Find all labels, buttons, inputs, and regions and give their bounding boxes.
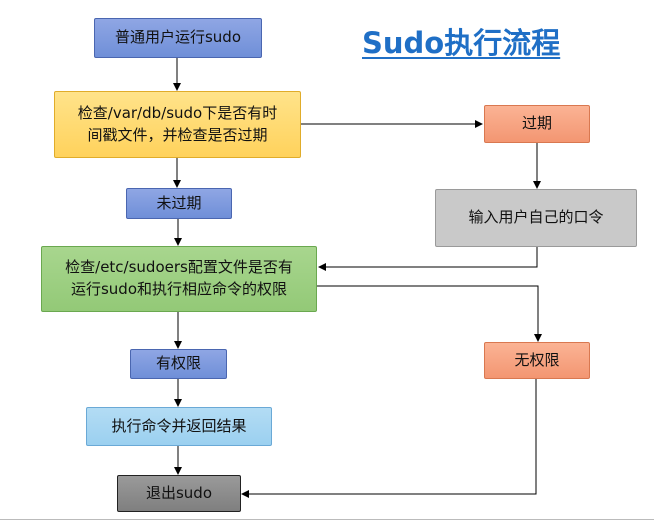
diagram-title: Sudo执行流程 bbox=[362, 26, 561, 60]
start-label: 普通用户运行sudo bbox=[114, 28, 242, 47]
check-timestamp-line2: 间戳文件，并检查是否过期 bbox=[87, 125, 268, 144]
exit-label: 退出sudo bbox=[145, 483, 213, 502]
not-expired-node: 未过期 bbox=[126, 188, 232, 219]
arrow-sudoers-to-no-permission bbox=[316, 285, 542, 342]
check-timestamp-node: 检查/var/db/sudo下是否有时 间戳文件，并检查是否过期 bbox=[54, 91, 301, 158]
arrow-no-permission-to-exit bbox=[241, 379, 537, 498]
check-timestamp-line1: 检查/var/db/sudo下是否有时 bbox=[77, 103, 278, 122]
arrow-password-to-sudoers bbox=[318, 247, 538, 271]
start-node: 普通用户运行sudo bbox=[94, 18, 262, 58]
has-permission-label: 有权限 bbox=[155, 354, 201, 373]
execute-label: 执行命令并返回结果 bbox=[111, 416, 247, 435]
check-sudoers-line1: 检查/etc/sudoers配置文件是否有 bbox=[65, 258, 293, 277]
enter-password-label: 输入用户自己的口令 bbox=[468, 208, 604, 227]
no-permission-node: 无权限 bbox=[484, 342, 590, 379]
expired-node: 过期 bbox=[484, 105, 590, 143]
has-permission-node: 有权限 bbox=[130, 349, 227, 379]
check-sudoers-line2: 运行sudo和执行相应命令的权限 bbox=[70, 280, 288, 298]
check-sudoers-node: 检查/etc/sudoers配置文件是否有 运行sudo和执行相应命令的权限 bbox=[41, 246, 317, 312]
bottom-divider bbox=[0, 519, 654, 520]
not-expired-label: 未过期 bbox=[156, 193, 202, 212]
enter-password-node: 输入用户自己的口令 bbox=[435, 189, 637, 247]
execute-node: 执行命令并返回结果 bbox=[86, 407, 272, 446]
expired-label: 过期 bbox=[521, 114, 552, 133]
exit-node: 退出sudo bbox=[117, 475, 241, 512]
no-permission-label: 无权限 bbox=[514, 350, 560, 369]
